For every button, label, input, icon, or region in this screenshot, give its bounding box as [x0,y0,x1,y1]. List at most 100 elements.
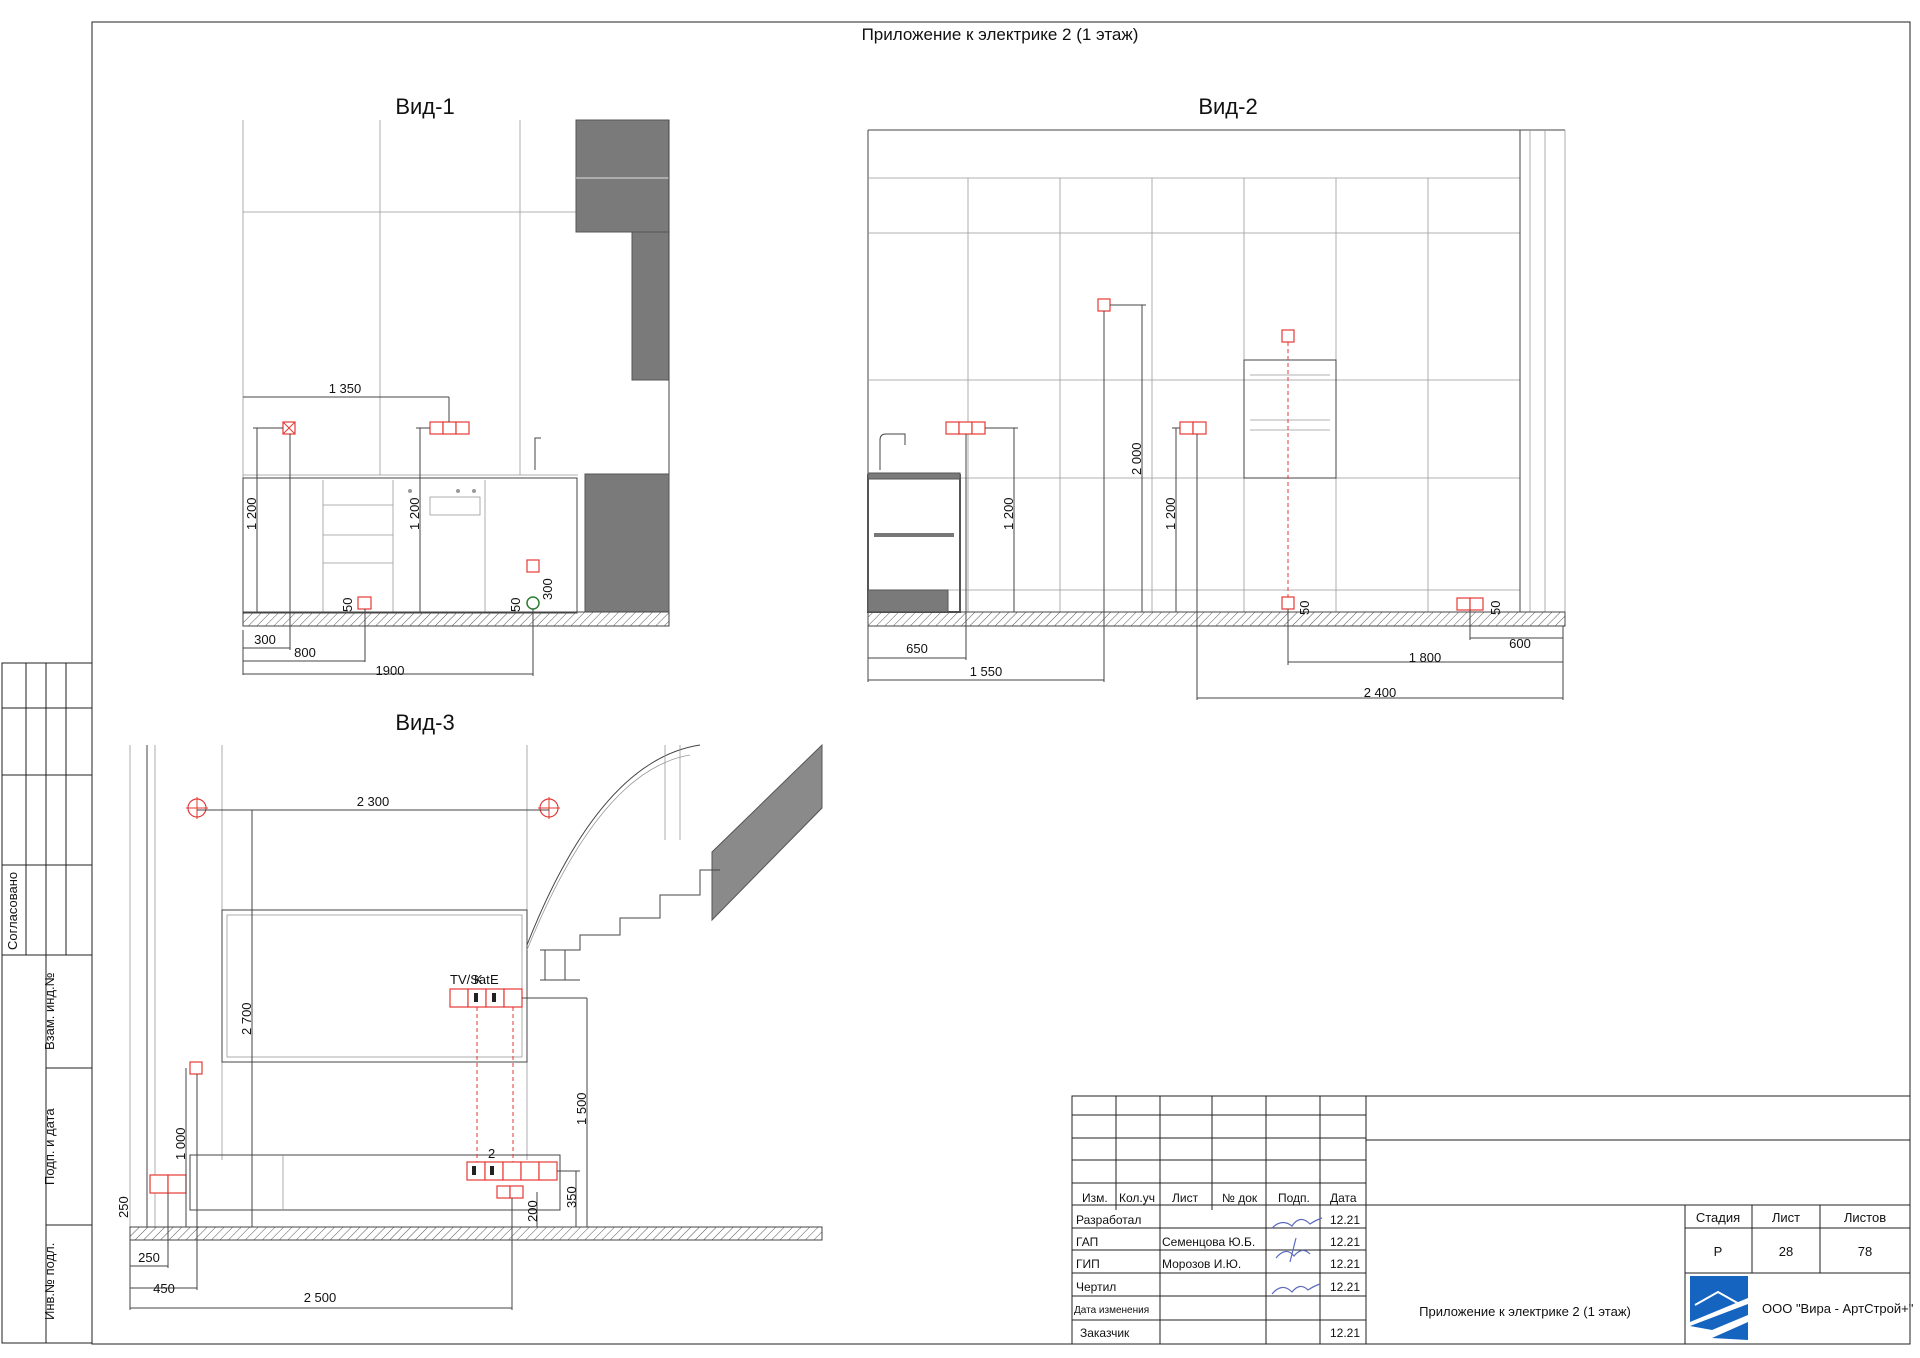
tb-company: ООО "Вира - АртСтрой+" [1762,1301,1914,1316]
tb-date: 12.21 [1330,1280,1360,1294]
tb-stage-label: Стадия [1696,1210,1740,1225]
tb-stage: Р [1714,1244,1723,1259]
dim-label: 1 200 [244,497,259,530]
ceiling-light-icon [186,797,208,819]
socket-block-icon [1456,597,1484,611]
dim-label: 1 000 [173,1127,188,1160]
view-2: Вид-2 [867,94,1566,700]
socket-icon [189,1061,203,1075]
dim-label: 2 400 [1364,685,1397,700]
tb-role: Дата изменения [1074,1305,1149,1316]
company-logo [1690,1276,1748,1340]
tb-role: ГАП [1076,1235,1098,1249]
dim-label: 50 [1488,601,1503,615]
dim-label: 1 200 [407,497,422,530]
dim-label: 1 800 [1409,650,1442,665]
tb-sheets: 78 [1858,1244,1872,1259]
dim-label: 1 500 [574,1092,589,1125]
tb-sheet-label: Лист [1772,1210,1800,1225]
tb-date: 12.21 [1330,1257,1360,1271]
tv-panel [221,909,528,1063]
socket-icon [1281,596,1295,610]
signature-mark [1275,1237,1311,1263]
signature-mark [1271,1283,1321,1295]
dim-label: 1 350 [329,381,362,396]
side-stamp: Согласовано Взам. инд.№ Подп. и дата Инв… [1,662,93,1344]
socket-icon [1281,329,1295,343]
dim-label: 350 [564,1186,579,1208]
sheet-frame [91,21,1911,1345]
k-label: K [474,972,483,987]
socket-icon [526,559,540,573]
socket-icon [357,596,372,610]
dim-label: 1 200 [1163,497,1178,530]
tb-header: Кол.уч [1119,1191,1155,1205]
dim-label: 2 500 [304,1290,337,1305]
signature-mark [1271,1217,1323,1229]
dim-label: 1900 [376,663,405,678]
tb-header: Подп. [1278,1191,1310,1205]
dim-label: 50 [340,598,355,612]
tb-header: Дата [1330,1191,1357,1205]
net-label: 2 [488,1146,495,1161]
oven-unit [1243,359,1337,479]
tb-date: 12.21 [1330,1326,1360,1340]
dim-label: 2 300 [357,794,390,809]
tb-sheet: 28 [1779,1244,1793,1259]
dim-label: 450 [153,1281,175,1296]
upper-cabinet-dark [575,119,670,233]
tv-sat-label: TV/Sat [450,972,490,987]
e-label: E [490,972,499,987]
view-1: Вид-1 [242,94,670,678]
tb-role: ГИП [1076,1257,1100,1271]
socket-block-icon [429,421,470,435]
green-outlet-icon [526,596,540,610]
tb-header: № док [1222,1191,1258,1205]
dim-label: 250 [138,1250,160,1265]
view-3: Вид-3 TV/Sat K E 2 [116,710,823,1310]
dim-label: 650 [906,641,928,656]
view-1-title: Вид-1 [395,94,454,119]
tb-sheets-label: Листов [1844,1210,1886,1225]
tb-name: Семенцова Ю.Б. [1162,1235,1255,1249]
inv-no-label: Инв.№ подл. [42,1243,57,1320]
sheet-title: Приложение к электрике 2 (1 этаж) [862,25,1139,44]
dim-label: 800 [294,645,316,660]
dim-label: 200 [525,1200,540,1222]
tb-header: Изм. [1082,1191,1108,1205]
dim-label: 1 200 [1001,497,1016,530]
dim-label: 300 [254,632,276,647]
dim-label: 2 000 [1129,442,1144,475]
tb-date: 12.21 [1330,1213,1360,1227]
dim-label: 50 [1297,601,1312,615]
staircase-stringer [711,743,823,922]
ref-no-label: Взам. инд.№ [42,972,57,1050]
dim-label: 300 [540,578,555,600]
tb-header: Лист [1172,1191,1199,1205]
tb-date: 12.21 [1330,1235,1360,1249]
socket-block-icon [945,421,986,435]
socket-block-icon [1179,421,1207,435]
media-console [189,1154,561,1211]
socket-block-icon [496,1185,524,1199]
sign-date-label: Подп. и дата [42,1108,57,1185]
dim-label: 50 [508,598,523,612]
view-2-title: Вид-2 [1198,94,1257,119]
dim-label: 2 700 [239,1002,254,1035]
tv-socket-block-icon [449,988,523,1008]
tb-name: Морозов И.Ю. [1162,1257,1241,1271]
agreed-label: Согласовано [5,872,20,950]
tb-role: Разработал [1076,1213,1141,1227]
tall-cabinet-dark [584,473,670,613]
dim-label: 600 [1509,636,1531,651]
title-block: Изм. Кол.уч Лист № док Подп. Дата Разраб… [1071,1095,1914,1345]
console-socket-block-icon [466,1161,558,1181]
view-3-title: Вид-3 [395,710,454,735]
socket-icon [1097,298,1111,312]
tb-role: Чертил [1076,1280,1116,1294]
dim-label: 1 550 [970,664,1003,679]
tb-role: Заказчик [1080,1326,1130,1340]
ceiling-light-icon [538,797,560,819]
socket-block-icon [149,1174,187,1194]
